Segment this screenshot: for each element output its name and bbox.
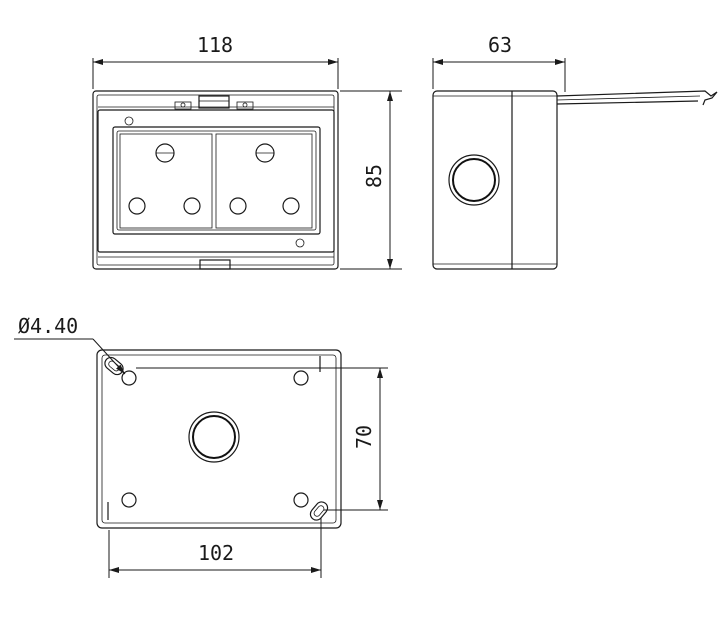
dimension-width-118: 118 [92, 33, 339, 89]
dimension-label-diameter: Ø4.40 [18, 314, 78, 338]
dimension-height-85: 85 [340, 90, 402, 270]
dimension-label-118: 118 [197, 33, 233, 57]
back-view [96, 349, 342, 529]
dimension-label-63: 63 [488, 33, 512, 57]
dimension-label-85: 85 [362, 164, 386, 188]
front-latch [199, 259, 231, 270]
corner-screw-icon [124, 116, 134, 126]
mount-hole-icon [121, 492, 137, 508]
pin-hole-icon [229, 197, 247, 215]
mount-hole-icon [293, 370, 309, 386]
corner-screw-icon [295, 238, 305, 248]
dimension-label-102: 102 [198, 541, 234, 565]
mount-hole-icon [121, 370, 137, 386]
open-lid-tab [556, 90, 718, 106]
keyhole-slot-icon [104, 356, 124, 376]
lid-frame [97, 109, 335, 253]
dimension-hole-diameter: Ø4.40 [14, 314, 126, 375]
dimension-mount-70: 70 [136, 367, 388, 511]
mount-hole-icon [293, 492, 309, 508]
dimension-mount-102: 102 [108, 518, 322, 578]
keyhole-slot-icon [309, 501, 329, 521]
front-view [92, 90, 339, 270]
pin-hole-icon [282, 197, 300, 215]
socket-left [119, 133, 213, 229]
dimension-depth-63: 63 [432, 33, 566, 92]
hinge [174, 95, 254, 110]
socket-plate [112, 126, 321, 235]
socket-right [215, 133, 313, 229]
pin-hole-icon [128, 197, 146, 215]
front-housing-outline [92, 90, 339, 270]
back-housing-outline [96, 349, 342, 529]
back-knockout-icon [188, 411, 240, 463]
side-view [432, 90, 718, 270]
pin-hole-icon [183, 197, 201, 215]
side-knockout-icon [448, 154, 500, 206]
dimension-label-70: 70 [352, 425, 376, 449]
side-housing-outline [432, 90, 558, 270]
